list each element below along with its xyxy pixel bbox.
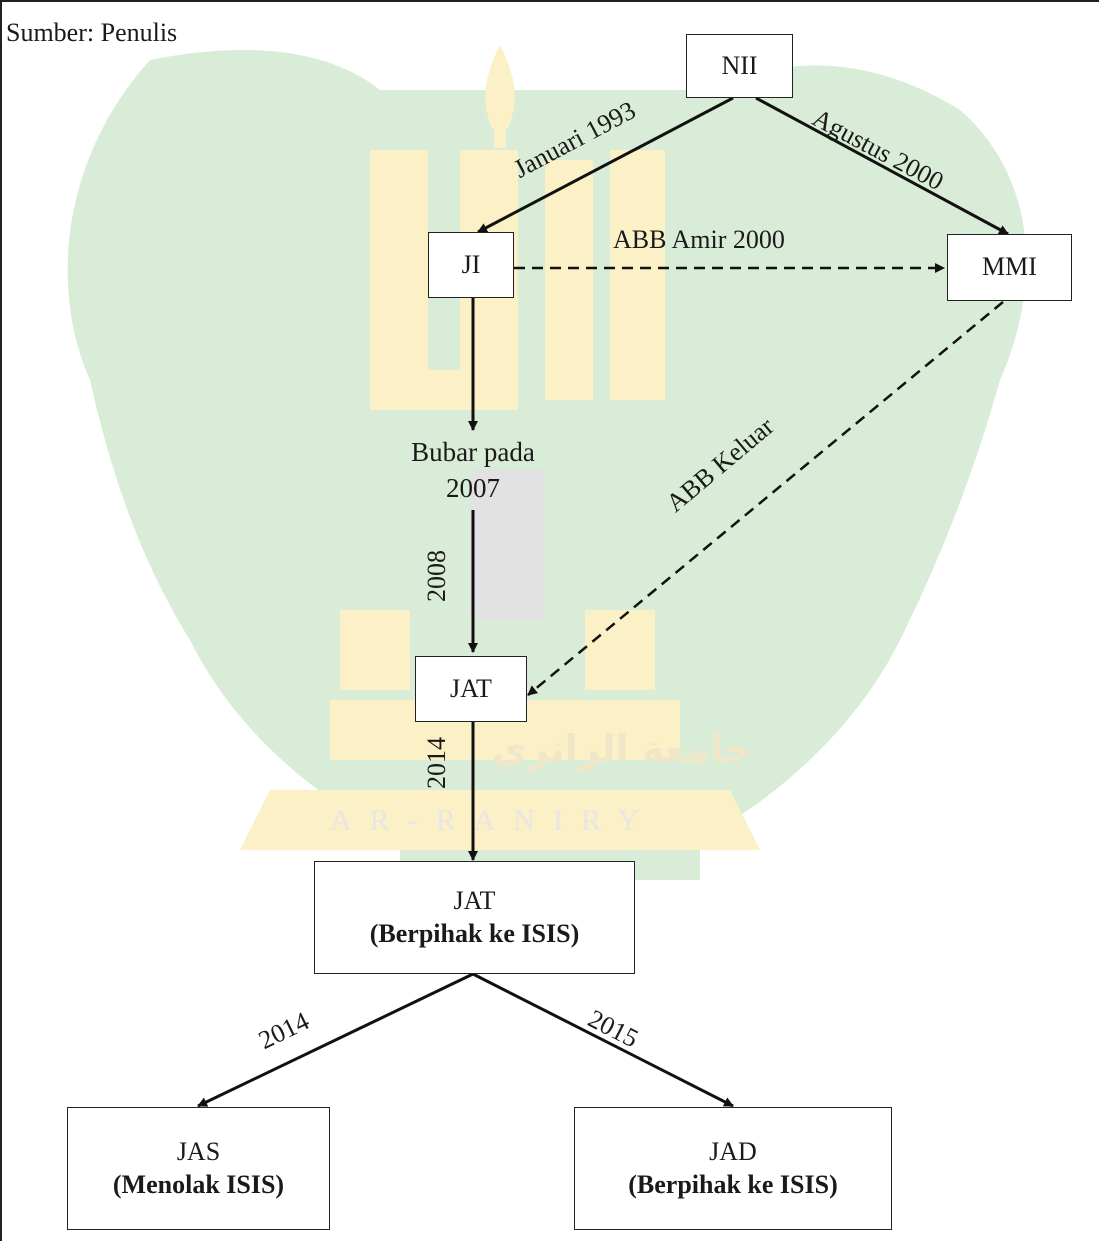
- node-jas-line1: JAS: [177, 1136, 220, 1169]
- node-jat-label: JAT: [450, 673, 492, 706]
- node-ji-label: JI: [462, 249, 481, 282]
- node-jat-isis: JAT (Berpihak ke ISIS): [314, 861, 635, 974]
- node-jat-isis-line1: JAT: [454, 885, 496, 918]
- node-bubar-line2: 2007: [446, 471, 500, 507]
- node-nii-label: NII: [721, 50, 757, 83]
- edge-mmi-jat: [528, 302, 1003, 695]
- source-caption: Sumber: Penulis: [6, 18, 177, 48]
- node-bubar: Bubar pada 2007: [382, 432, 564, 510]
- node-mmi-label: MMI: [982, 251, 1037, 284]
- node-jas-line2: (Menolak ISIS): [113, 1169, 284, 1202]
- edge-label-bubar-jat: 2008: [424, 550, 450, 602]
- edge-label-jat-jatisis: 2014: [424, 737, 450, 789]
- node-nii: NII: [686, 34, 793, 98]
- node-jat-isis-line2: (Berpihak ke ISIS): [370, 918, 580, 951]
- node-jad: JAD (Berpihak ke ISIS): [574, 1107, 892, 1230]
- node-jad-line1: JAD: [709, 1136, 757, 1169]
- node-bubar-line1: Bubar pada: [411, 435, 535, 471]
- node-jad-line2: (Berpihak ke ISIS): [628, 1169, 838, 1202]
- edge-label-ji-mmi: ABB Amir 2000: [613, 227, 785, 253]
- edge-jatisis-jas: [198, 974, 473, 1106]
- node-jat: JAT: [415, 656, 527, 722]
- node-ji: JI: [428, 232, 514, 298]
- node-jas: JAS (Menolak ISIS): [67, 1107, 330, 1230]
- node-mmi: MMI: [947, 234, 1072, 301]
